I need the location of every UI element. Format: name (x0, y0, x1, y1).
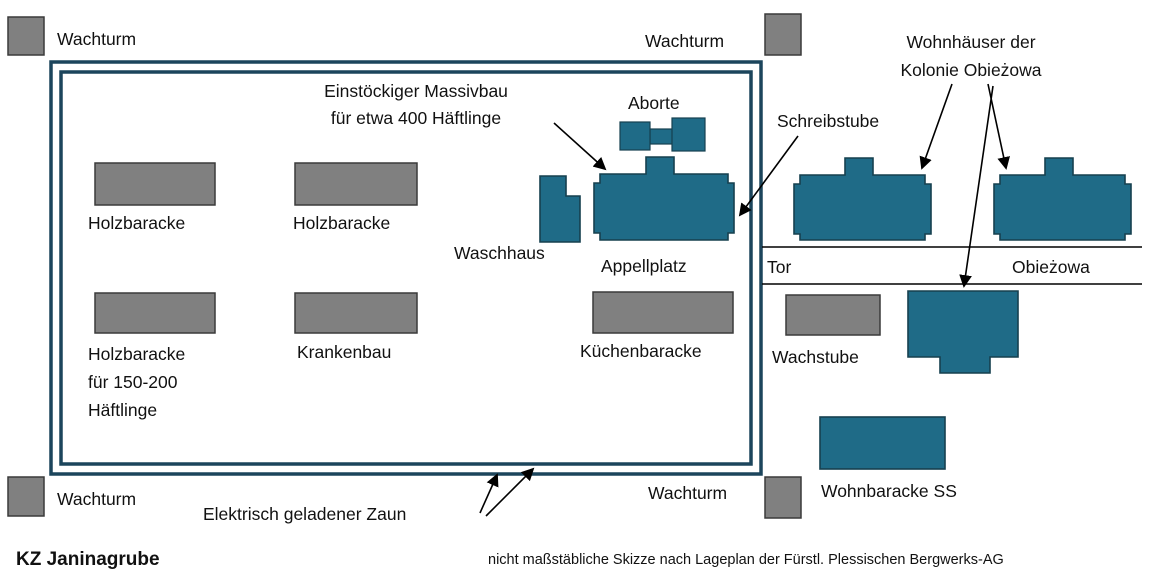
footnote: nicht maßstäbliche Skizze nach Lageplan … (488, 552, 1004, 568)
arrow-zaun-1 (479, 473, 499, 514)
label-kuechenbaracke: Küchenbaracke (580, 341, 702, 361)
label-wachturm-bottom-mid: Wachturm (648, 483, 728, 503)
label-massivbau-line2: für etwa 400 Häftlinge (330, 108, 502, 128)
building-holzbaracke-2 (294, 162, 418, 206)
label-waschhaus: Waschhaus (454, 243, 545, 263)
label-wohnhaeuser: Wohnhäuser der Kolonie Obieżowa (876, 28, 1066, 84)
arrow-schreibstube (738, 135, 799, 217)
watchtower-top-left (7, 16, 45, 56)
fence-outer (49, 60, 763, 476)
label-aborte: Aborte (628, 93, 680, 113)
building-aborte-1 (619, 121, 651, 151)
label-tor: Tor (767, 257, 792, 277)
arrow-wohnhaus-1 (919, 83, 953, 170)
building-waschhaus (539, 175, 581, 243)
watchtower-bottom-mid (764, 476, 802, 519)
label-schreibstube: Schreibstube (777, 111, 880, 131)
label-wohnhaeuser-line2: Kolonie Obieżowa (900, 60, 1042, 80)
building-massivbau (593, 156, 735, 241)
building-kuechenbaracke (592, 291, 734, 334)
watchtower-top-mid (764, 13, 802, 56)
label-holzbaracke-3-line1: Holzbaracke (88, 344, 186, 364)
building-aborte-2 (671, 117, 706, 152)
label-massivbau: Einstöckiger Massivbau für etwa 400 Häft… (290, 78, 542, 132)
building-holzbaracke-3 (94, 292, 216, 334)
page-title: KZ Janinagrube (16, 549, 160, 570)
label-holzbaracke-3-line2: für 150-200 (88, 372, 178, 392)
building-aborte-connector (649, 128, 675, 145)
building-holzbaracke-1 (94, 162, 216, 206)
label-wachstube: Wachstube (772, 347, 859, 367)
arrow-massivbau (553, 122, 607, 171)
building-krankenbau (294, 292, 418, 334)
label-wachturm-top-left: Wachturm (57, 29, 137, 49)
label-massivbau-line1: Einstöckiger Massivbau (324, 81, 508, 101)
label-holzbaracke-3-line3: Häftlinge (88, 400, 158, 420)
building-wohnhaus-2 (993, 157, 1132, 241)
building-wohnhaus-3 (907, 290, 1019, 374)
label-wohnhaeuser-line1: Wohnhäuser der (906, 32, 1036, 52)
label-holzbaracke-2: Holzbaracke (293, 213, 391, 233)
label-zaun: Elektrisch geladener Zaun (203, 504, 407, 524)
label-obiezowa: Obieżowa (1012, 257, 1090, 277)
label-krankenbau: Krankenbau (297, 342, 392, 362)
label-holzbaracke-1: Holzbaracke (88, 213, 186, 233)
label-appellplatz: Appellplatz (601, 256, 687, 276)
building-wohnhaus-1 (793, 157, 932, 241)
label-wachturm-top-mid: Wachturm (645, 31, 725, 51)
arrow-wohnhaus-3 (959, 85, 994, 288)
building-wohnbaracke-ss (819, 416, 946, 470)
fence-inner (59, 70, 753, 466)
arrow-zaun-2 (485, 467, 535, 517)
watchtower-bottom-left (7, 476, 45, 517)
label-wohnbaracke-ss: Wohnbaracke SS (821, 481, 957, 501)
label-holzbaracke-3: Holzbaracke für 150-200 Häftlinge (88, 340, 258, 424)
building-wachstube (785, 294, 881, 336)
label-wachturm-bottom-left: Wachturm (57, 489, 137, 509)
